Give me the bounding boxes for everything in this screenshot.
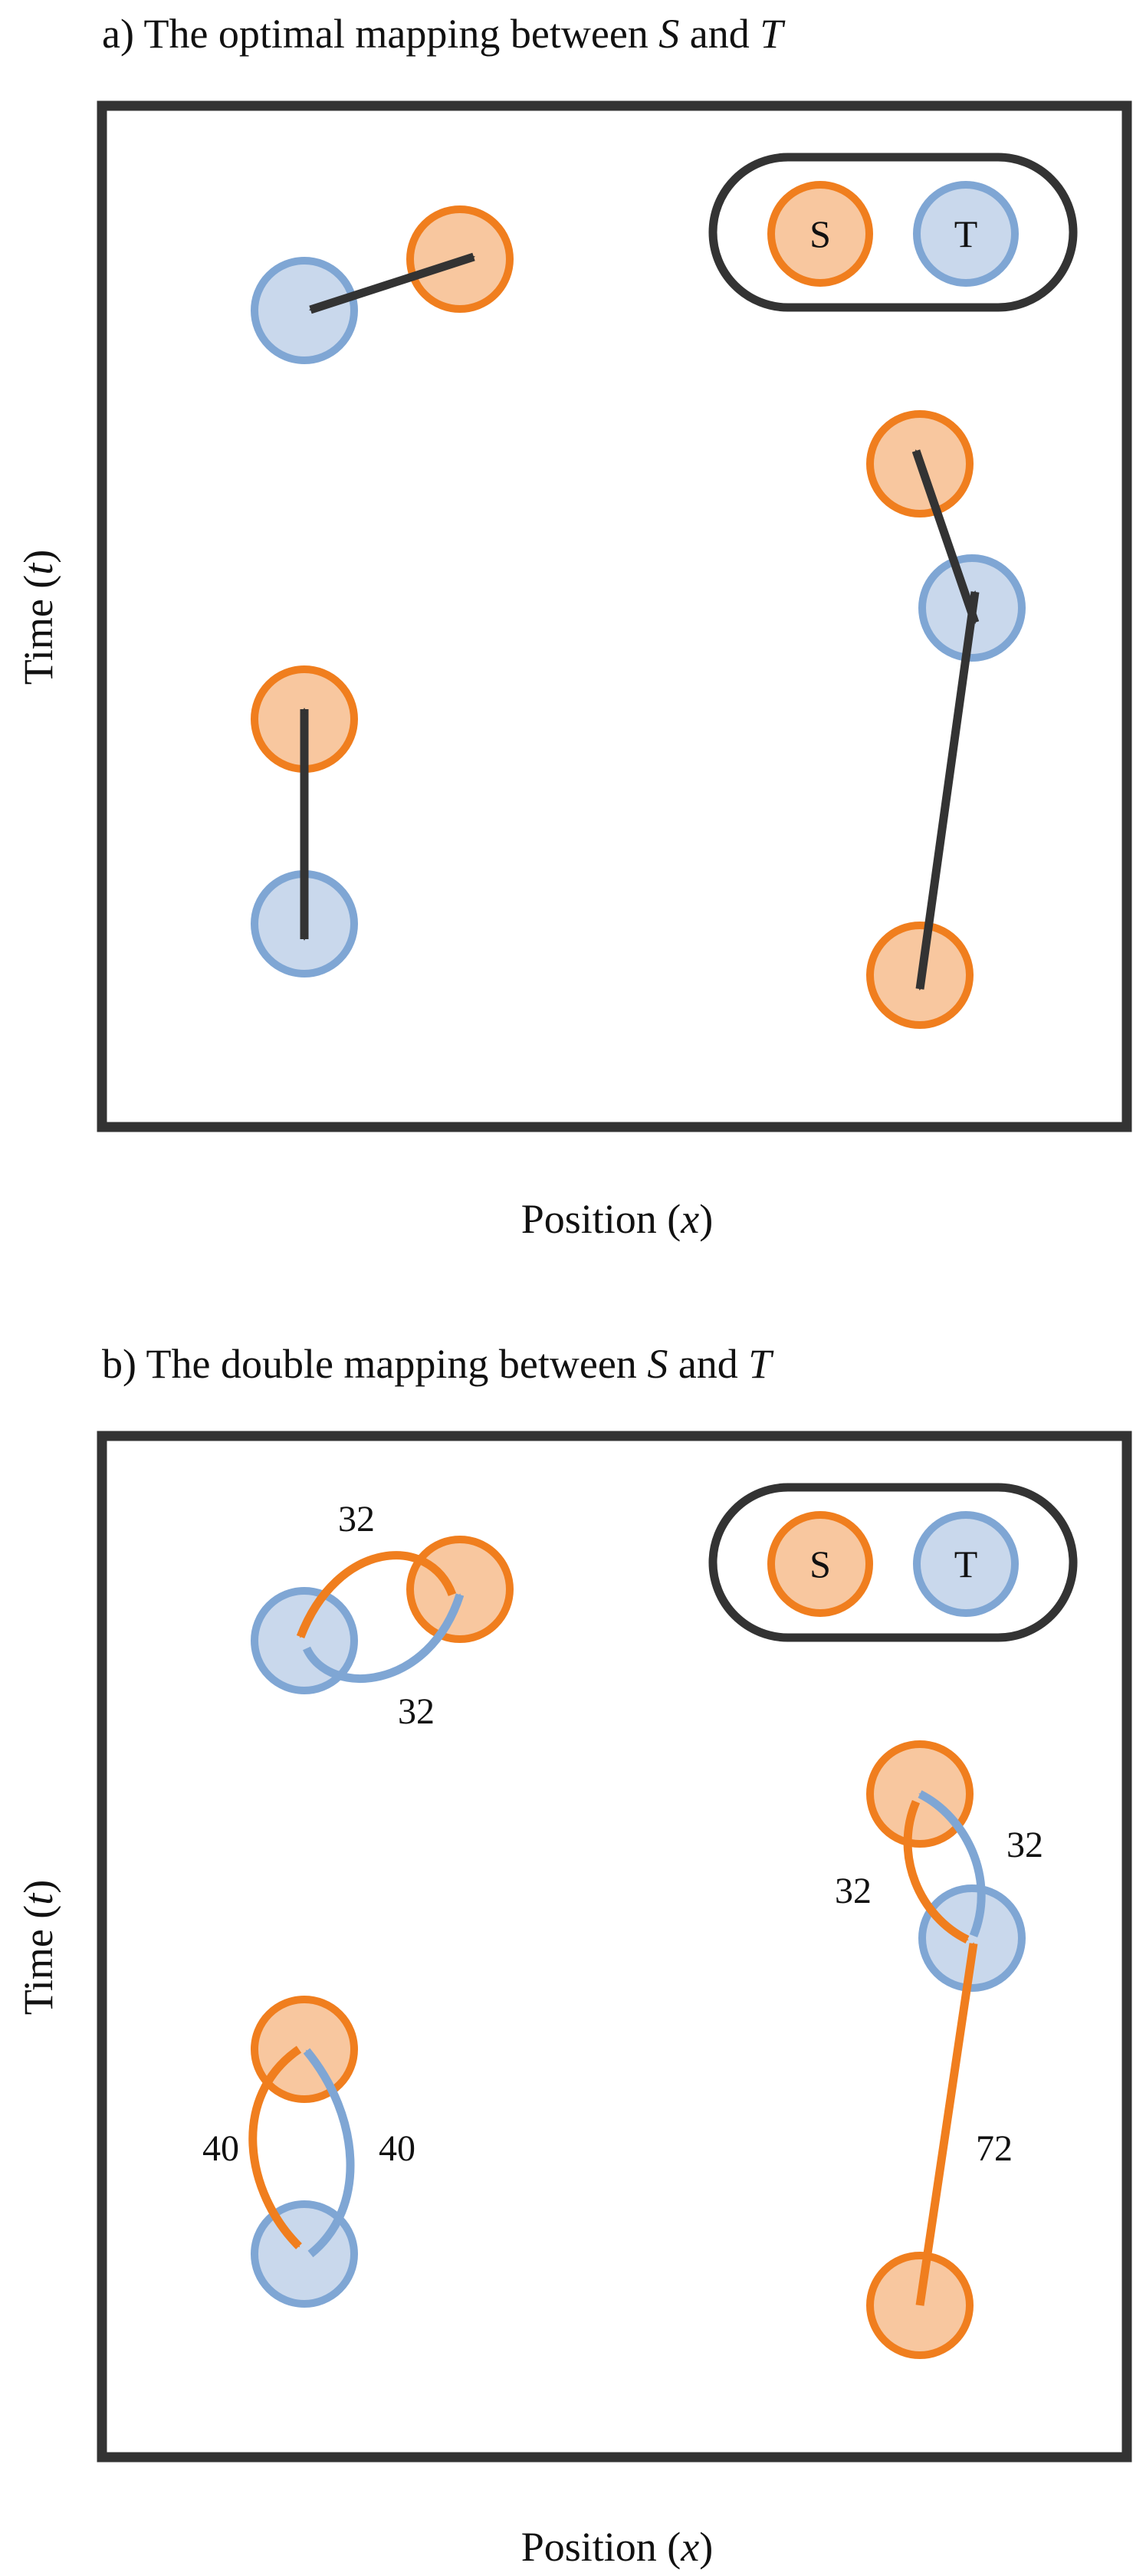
legend-source-label: S [809,212,831,255]
source-point [406,1536,514,1643]
legend-target-marker [913,1511,1019,1617]
panel-b: b) The double mapping between S and T S … [15,1341,1132,2570]
panel-a-legend: S T [708,153,1078,312]
panel-b-title: b) The double mapping between S and T [102,1341,774,1387]
source-to-target-arrow [296,1551,457,1638]
source-to-target-arrow [915,1942,978,2306]
legend-target-label: T [954,212,978,255]
legend-box [708,153,1078,312]
cost-label: 32 [1006,1825,1043,1865]
panel-a-y-axis-label: Time (t) [15,550,61,685]
cost-label: 40 [202,2128,239,2169]
panel-b-y-axis-label: Time (t) [15,1880,61,2016]
legend-source-label: S [809,1543,831,1585]
panel-a: a) The optimal mapping between S and T S… [15,11,1132,1242]
panel-b-legend: S T [708,1483,1078,1642]
target-to-source-arrow [303,1593,465,1683]
panel-a-title: a) The optimal mapping between S and T [102,11,786,57]
target-point [918,1884,1026,1992]
cost-label: 32 [338,1499,375,1539]
mapping-arrow [309,252,475,314]
legend-box [708,1483,1078,1642]
legend-target-label: T [954,1543,978,1585]
cost-label: 32 [398,1691,435,1732]
target-point [251,1587,358,1694]
cost-label: 32 [835,1871,872,1911]
mapping-arrow [915,590,980,991]
legend-target-marker [913,181,1019,287]
source-point [251,1996,358,2103]
panel-b-x-axis-label: Position (x) [521,2524,714,2570]
source-to-target-arrow [248,2045,302,2249]
target-to-source-arrow [303,2048,355,2258]
cost-label: 72 [976,2128,1013,2169]
source-to-target-arrow [903,1799,970,1944]
panel-a-x-axis-label: Position (x) [521,1196,714,1242]
target-to-source-arrow [918,1790,986,1938]
cost-label: 40 [379,2128,415,2169]
target-point [251,257,358,364]
legend-source-marker [767,1511,873,1617]
legend-source-marker [767,181,873,287]
